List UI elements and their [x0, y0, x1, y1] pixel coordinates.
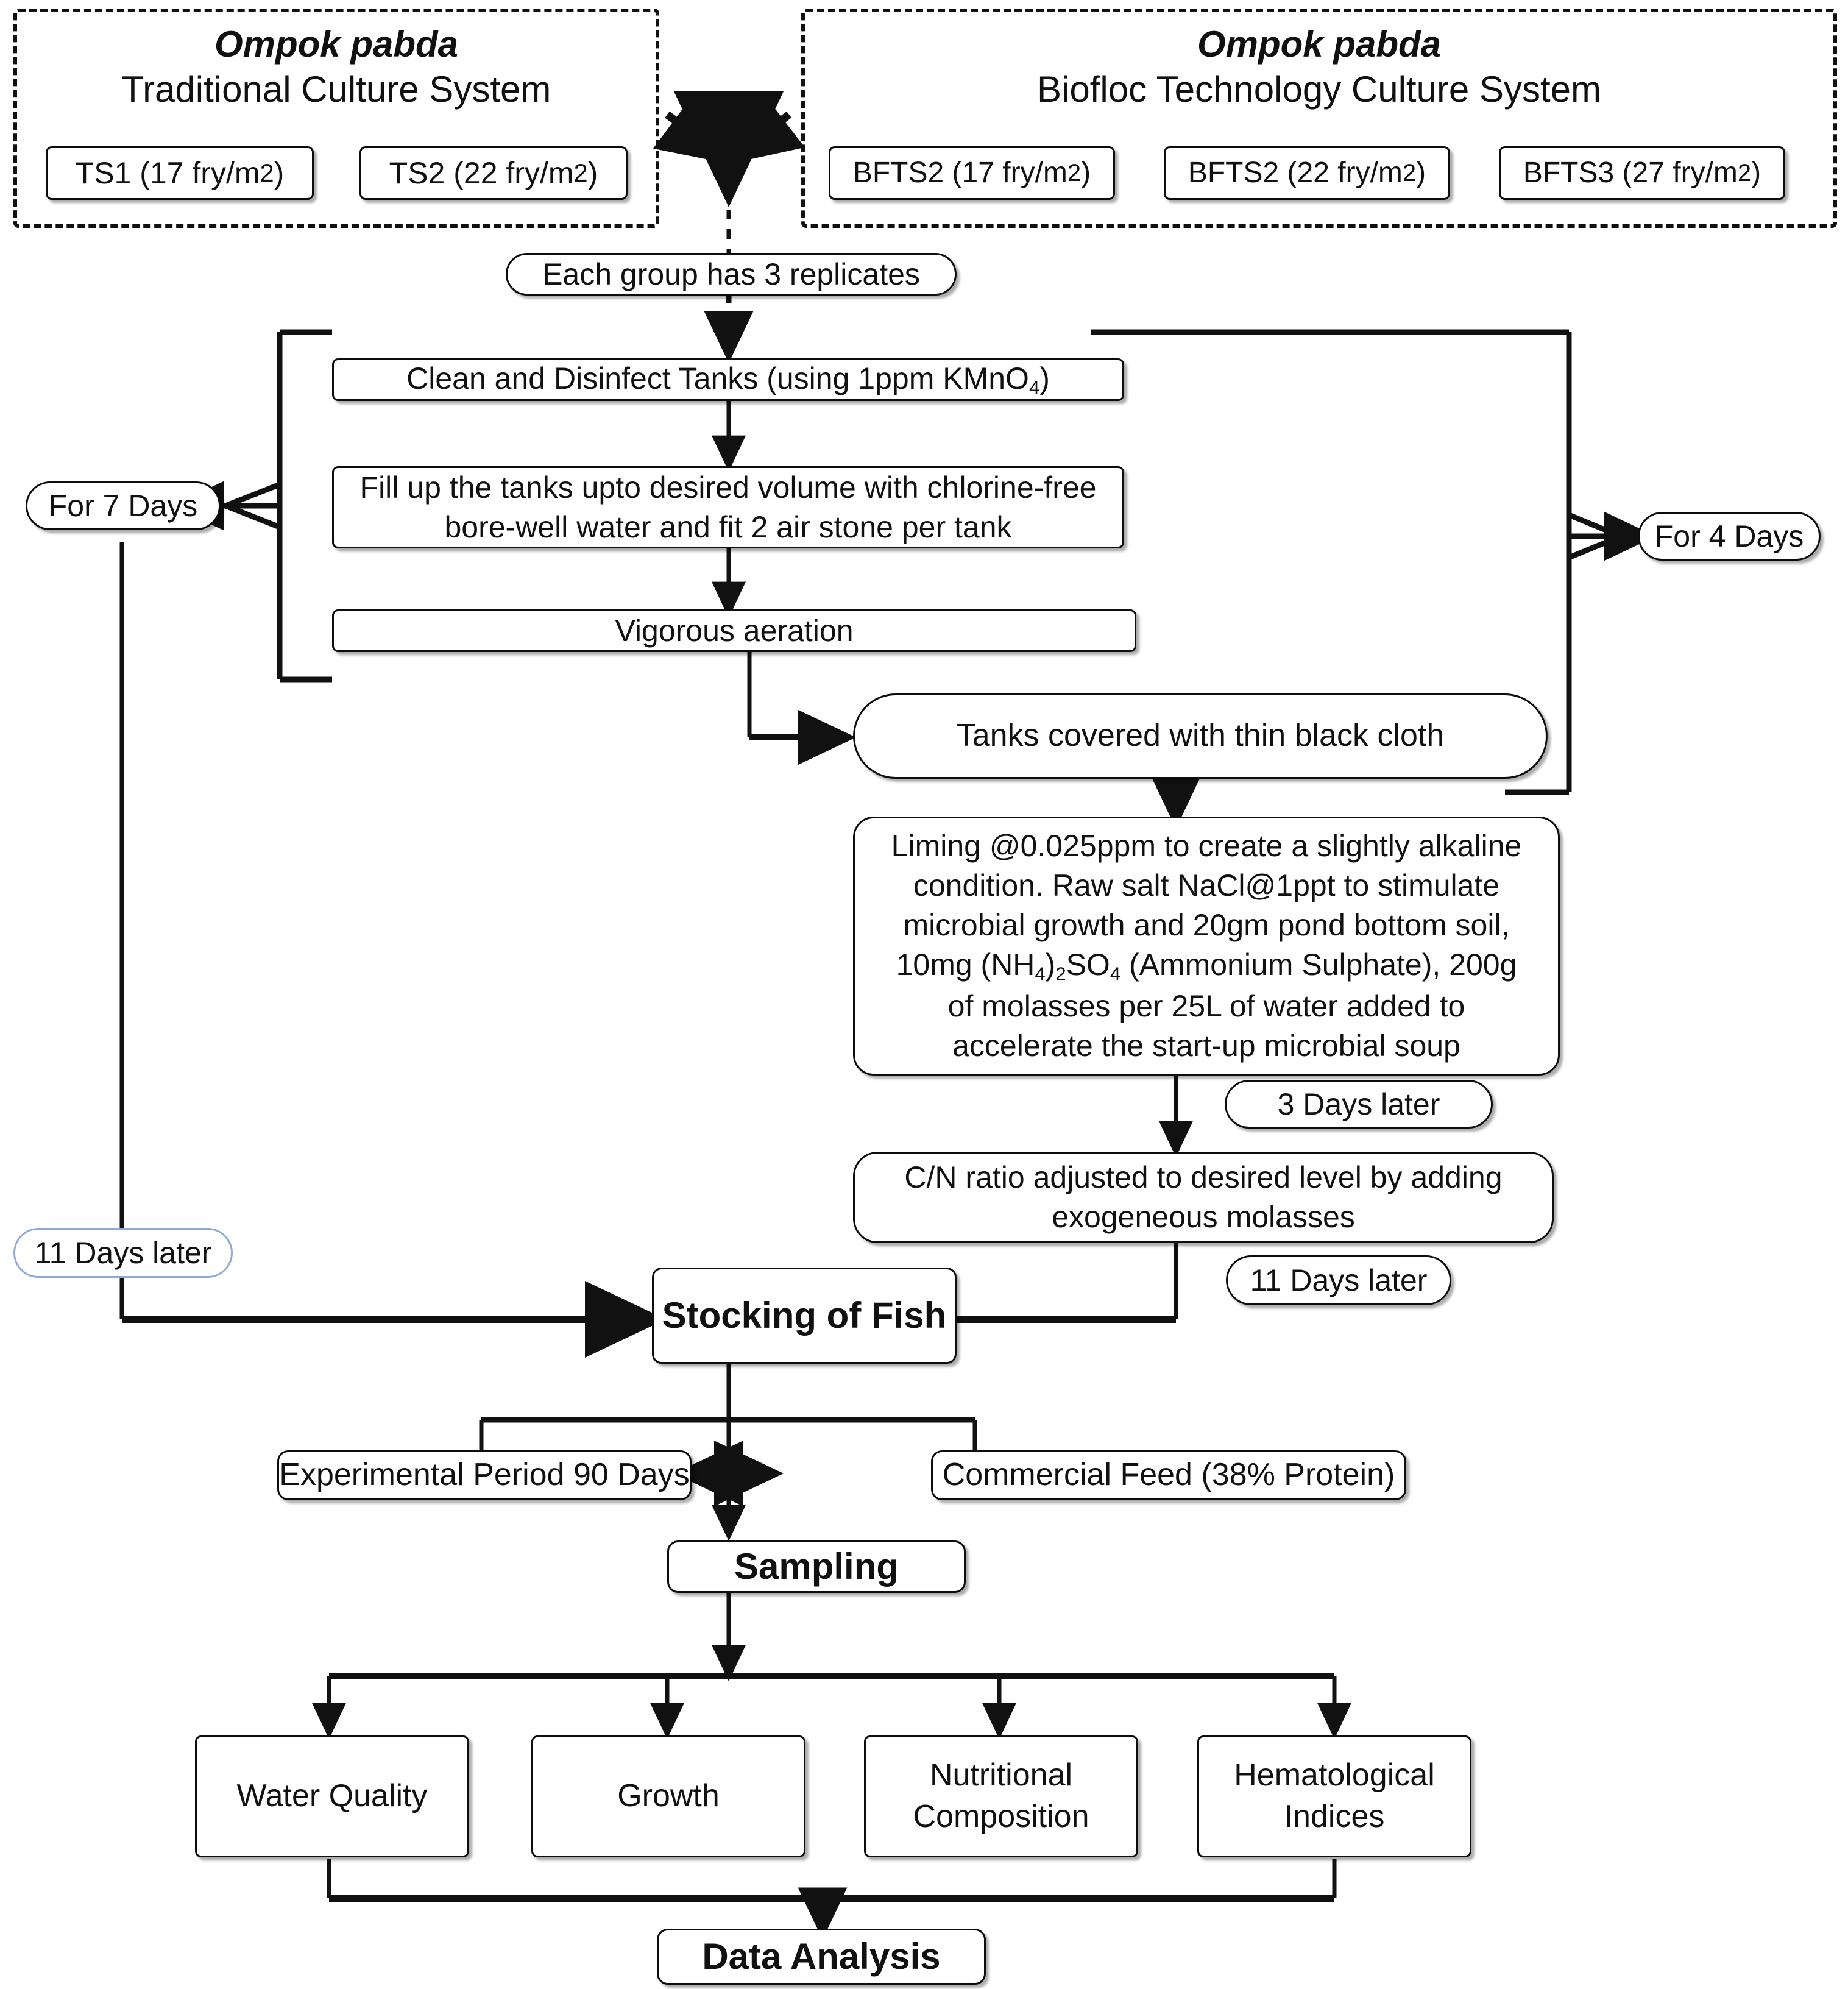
treatment-sup-bfts1: 2 — [1067, 160, 1082, 186]
biofloc-species-name: Ompok pabda — [1197, 24, 1442, 65]
data-analysis-node[interactable]: Data Analysis — [657, 1929, 986, 1985]
tanks-covered-node[interactable]: Tanks covered with thin black cloth — [853, 693, 1548, 779]
treatment-label-bfts2: BFTS2 (22 fry/m — [1188, 156, 1403, 189]
cn-ratio-label: C/N ratio adjusted to desired level by a… — [904, 1160, 1503, 1234]
experimental-period-label: Experimental Period 90 Days — [279, 1457, 690, 1493]
treatment-tail-bfts3: ) — [1751, 156, 1761, 189]
cn-ratio-node[interactable]: C/N ratio adjusted to desired level by a… — [853, 1152, 1554, 1243]
treatment-sup-bfts3: 2 — [1737, 160, 1752, 186]
liming-line-4: 10mg (NH4)2SO4 (Ammonium Sulphate), 200g — [896, 948, 1517, 985]
clean-disinfect-label: Clean and Disinfect Tanks (using 1ppm KM… — [406, 361, 1050, 399]
treatment-tail-ts2: ) — [587, 155, 598, 190]
outcome-line1-water-quality: Water Quality — [236, 1778, 428, 1814]
outcome-line2-nutritional: Composition — [913, 1799, 1089, 1834]
outcome-box-nutritional-composition[interactable]: Nutritional Composition — [864, 1736, 1138, 1857]
outcome-line1-nutritional: Nutritional — [929, 1757, 1073, 1793]
biofloc-title: Biofloc Technology Culture System — [1036, 69, 1601, 110]
liming-line-6: accelerate the start-up microbial soup — [952, 1028, 1460, 1063]
eleven-days-later-right-pill[interactable]: 11 Days later — [1226, 1255, 1451, 1305]
outcome-box-water-quality[interactable]: Water Quality — [195, 1736, 469, 1857]
treatment-label-ts2: TS2 (22 fry/m — [389, 155, 574, 190]
liming-line-3: microbial growth and 20gm pond bottom so… — [903, 908, 1510, 943]
outcome-box-growth[interactable]: Growth — [531, 1736, 805, 1857]
three-days-later-pill[interactable]: 3 Days later — [1225, 1080, 1493, 1129]
replicates-label: Each group has 3 replicates — [542, 257, 920, 291]
commercial-feed-label: Commercial Feed (38% Protein) — [942, 1457, 1395, 1493]
outcome-box-hematological-indices[interactable]: Hematological Indices — [1197, 1736, 1471, 1857]
for-4-days-pill[interactable]: For 4 Days — [1638, 512, 1821, 561]
for-4-days-label: For 4 Days — [1654, 519, 1804, 553]
treatment-sup-ts1: 2 — [260, 158, 274, 187]
treatment-sup-bfts2: 2 — [1402, 160, 1417, 186]
fill-tanks-label: Fill up the tanks upto desired volume wi… — [359, 470, 1097, 544]
outcome-line1-hematological: Hematological — [1234, 1757, 1435, 1793]
treatment-tail-bfts2: ) — [1416, 156, 1426, 189]
treatment-tail-bfts1: ) — [1081, 156, 1091, 189]
sampling-label: Sampling — [734, 1546, 899, 1587]
liming-line-2: condition. Raw salt NaCl@1ppt to stimula… — [913, 868, 1500, 903]
vigorous-aeration-label: Vigorous aeration — [615, 613, 854, 648]
eleven-days-later-left-pill[interactable]: 11 Days later — [13, 1228, 233, 1278]
liming-line-1: Liming @0.025ppm to create a slightly al… — [891, 829, 1522, 863]
eleven-days-later-right-label: 11 Days later — [1250, 1263, 1428, 1297]
vigorous-aeration-node[interactable]: Vigorous aeration — [332, 609, 1136, 652]
clean-disinfect-node[interactable]: Clean and Disinfect Tanks (using 1ppm KM… — [332, 358, 1124, 401]
liming-node[interactable]: Liming @0.025ppm to create a slightly al… — [853, 817, 1560, 1076]
for-7-days-pill[interactable]: For 7 Days — [26, 481, 221, 530]
tanks-covered-label: Tanks covered with thin black cloth — [956, 718, 1445, 754]
three-days-later-label: 3 Days later — [1277, 1087, 1440, 1121]
stocking-of-fish-label: Stocking of Fish — [662, 1295, 947, 1336]
traditional-title: Traditional Culture System — [121, 69, 551, 110]
data-analysis-label: Data Analysis — [702, 1936, 941, 1977]
for-7-days-label: For 7 Days — [48, 488, 198, 523]
stocking-of-fish-node[interactable]: Stocking of Fish — [652, 1268, 957, 1364]
treatment-label-bfts3: BFTS3 (27 fry/m — [1523, 156, 1738, 189]
outcome-line1-growth: Growth — [617, 1778, 720, 1814]
eleven-days-later-left-label: 11 Days later — [34, 1235, 212, 1270]
traditional-species-name: Ompok pabda — [214, 24, 459, 65]
liming-line-5: of molasses per 25L of water added to — [947, 988, 1465, 1023]
treatment-label-ts1: TS1 (17 fry/m — [75, 155, 260, 190]
commercial-feed-node[interactable]: Commercial Feed (38% Protein) — [931, 1450, 1406, 1500]
replicates-node[interactable]: Each group has 3 replicates — [506, 253, 957, 296]
treatment-label-bfts1: BFTS2 (17 fry/m — [852, 156, 1067, 189]
fill-tanks-node[interactable]: Fill up the tanks upto desired volume wi… — [332, 466, 1124, 548]
outcome-line2-hematological: Indices — [1284, 1799, 1385, 1834]
treatment-sup-ts2: 2 — [573, 158, 588, 187]
treatment-tail-ts1: ) — [274, 155, 285, 190]
experimental-period-node[interactable]: Experimental Period 90 Days — [277, 1450, 692, 1500]
sampling-node[interactable]: Sampling — [667, 1540, 966, 1593]
